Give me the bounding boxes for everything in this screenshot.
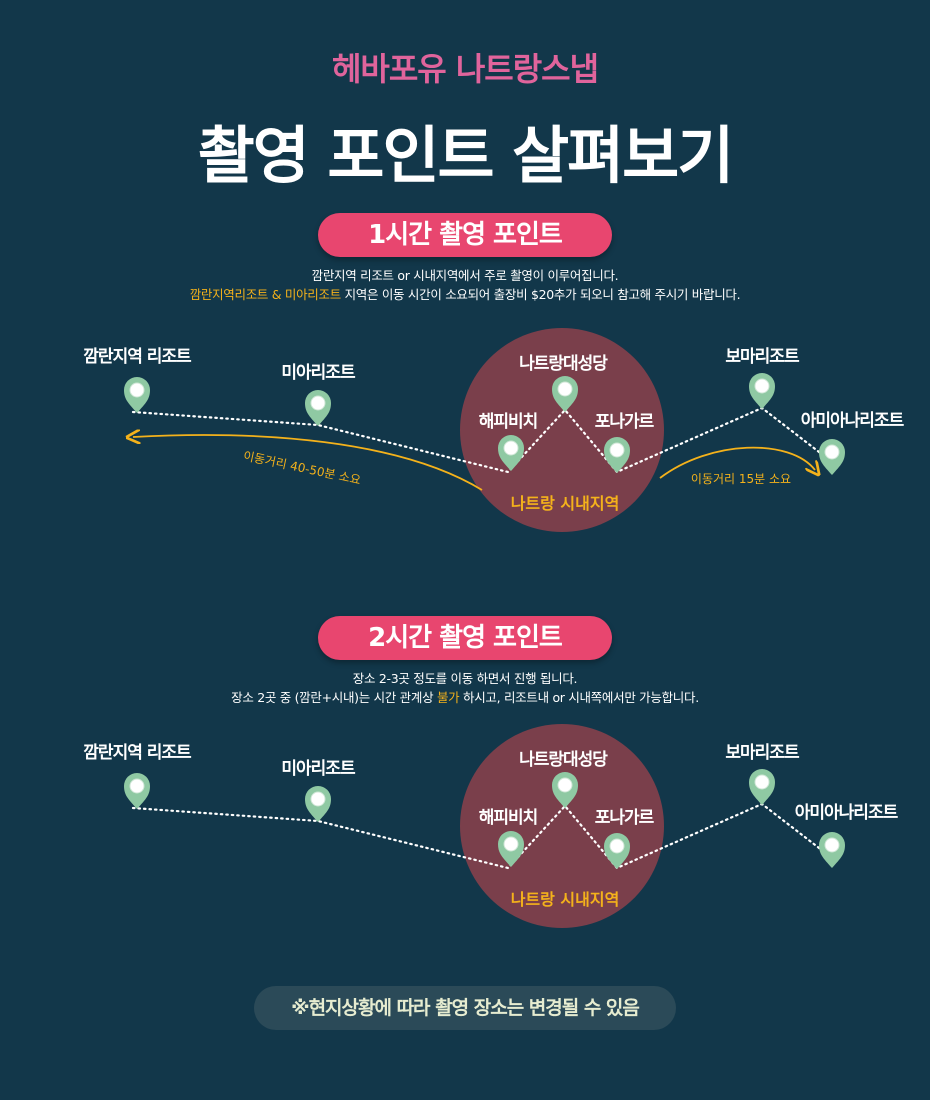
map-pin-icon xyxy=(819,439,845,475)
map-pin-icon xyxy=(749,373,775,409)
location-label: 해피비치 xyxy=(479,808,538,828)
location-label: 포나가르 xyxy=(595,808,655,828)
travel-label-left: 이동거리 40-50분 소요 xyxy=(242,449,362,488)
map-pin-icon xyxy=(819,832,845,868)
location-label: 나트랑대성당 xyxy=(519,750,608,770)
section1-map: 이동거리 40-50분 소요 이동거리 15분 소요 깜란지역 리조트 미아리조… xyxy=(83,328,904,532)
map-pin-icon xyxy=(124,377,150,413)
location-label: 아미아나리조트 xyxy=(801,411,905,431)
location-label: 깜란지역 리조트 xyxy=(83,743,192,763)
location-label: 보마리조트 xyxy=(725,347,800,367)
location-label: 보마리조트 xyxy=(725,743,800,763)
map-pin-icon xyxy=(305,786,331,822)
location-label: 아미아나리조트 xyxy=(795,803,899,823)
map-pin-icon xyxy=(124,773,150,809)
travel-label-right: 이동거리 15분 소요 xyxy=(691,472,791,486)
footer-note: ※현지상황에 따라 촬영 장소는 변경될 수 있음 xyxy=(254,986,676,1030)
map-pin-icon xyxy=(305,390,331,426)
location-label: 깜란지역 리조트 xyxy=(83,347,192,367)
location-label: 해피비치 xyxy=(479,412,538,432)
section2-map: 깜란지역 리조트 미아리조트 나트랑대성당 해피비치 포나가르 보마리조트 아미… xyxy=(83,724,898,928)
location-label: 나트랑대성당 xyxy=(519,354,608,374)
location-label: 미아리조트 xyxy=(281,759,356,779)
location-label: 포나가르 xyxy=(595,412,655,432)
map-pin-icon xyxy=(749,769,775,805)
location-label: 미아리조트 xyxy=(281,363,356,383)
city-label: 나트랑 시내지역 xyxy=(511,494,620,513)
city-label: 나트랑 시내지역 xyxy=(511,890,620,909)
